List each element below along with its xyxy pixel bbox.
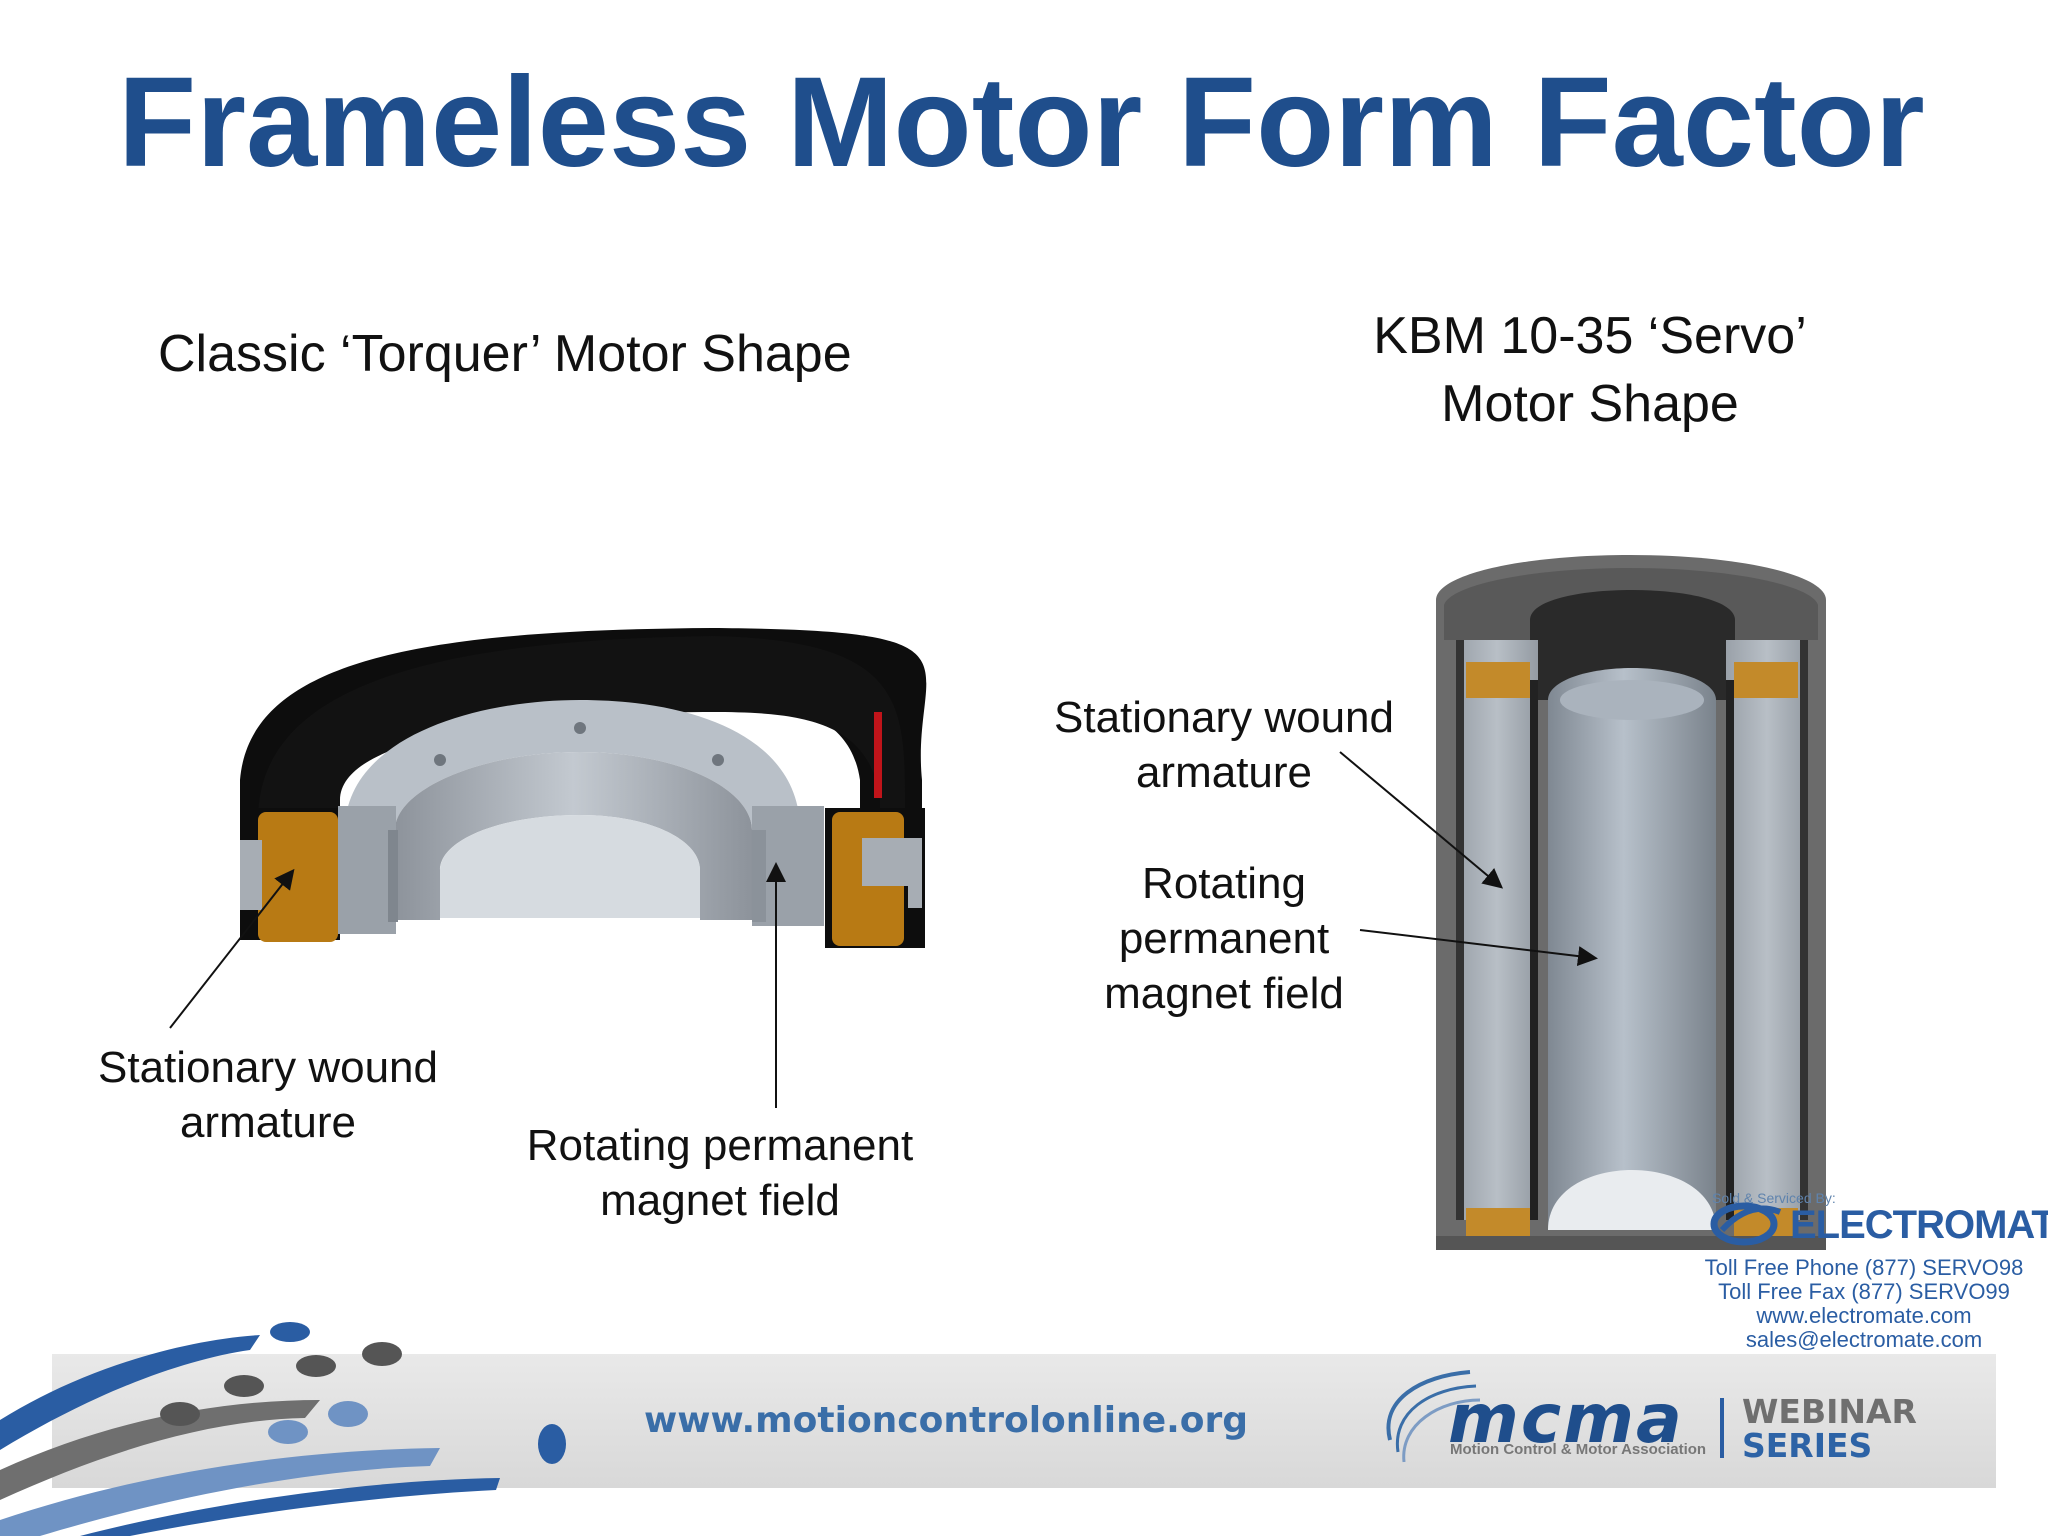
rotor-cylinder bbox=[1548, 668, 1716, 1230]
left-armature-line-1: Stationary wound bbox=[98, 1043, 438, 1092]
right-heading-line-2: Motor Shape bbox=[1441, 375, 1739, 433]
footer-website-link[interactable]: www.motioncontrolonline.org bbox=[644, 1400, 1249, 1441]
winding-end bbox=[1734, 662, 1798, 698]
electromate-fax: Toll Free Fax (877) SERVO99 bbox=[1718, 1279, 2010, 1304]
flange-hole bbox=[434, 754, 446, 766]
electromate-website[interactable]: www.electromate.com bbox=[1756, 1303, 1972, 1328]
right-armature-label: Stationary wound armature bbox=[1044, 690, 1404, 800]
sold-by-text: Sold & Serviced By: bbox=[1712, 1190, 1836, 1206]
torquer-motor-illustration bbox=[240, 628, 927, 948]
slide-title: Frameless Motor Form Factor bbox=[118, 51, 1925, 194]
left-diagram-heading: Classic ‘Torquer’ Motor Shape bbox=[158, 325, 852, 383]
right-diagram-heading: KBM 10-35 ‘Servo’ Motor Shape bbox=[1290, 302, 1890, 438]
electromate-phone: Toll Free Phone (877) SERVO98 bbox=[1704, 1255, 2024, 1280]
torquer-bore bbox=[395, 752, 752, 920]
winding-end bbox=[1466, 662, 1530, 698]
servo-motor-illustration bbox=[1436, 555, 1826, 1250]
left-magnet-label: Rotating permanent magnet field bbox=[520, 1118, 920, 1228]
right-magnet-line-3: magnet field bbox=[1104, 969, 1344, 1018]
flange-hole bbox=[712, 754, 724, 766]
left-armature-label: Stationary wound armature bbox=[88, 1040, 448, 1150]
series-label: SERIES bbox=[1742, 1426, 1873, 1465]
stator-right bbox=[1726, 640, 1808, 1220]
electromate-logo-text: ELECTROMATE bbox=[1790, 1203, 2048, 1247]
lead-wire bbox=[874, 712, 882, 798]
stator-left bbox=[1456, 640, 1538, 1220]
mcma-full-name: Motion Control & Motor Association bbox=[1450, 1441, 1707, 1458]
right-magnet-line-2: permanent bbox=[1118, 914, 1330, 963]
electromate-email[interactable]: sales@electromate.com bbox=[1745, 1327, 1983, 1352]
mcma-logo-text: mcma bbox=[1448, 1380, 1684, 1459]
flange-hole bbox=[574, 722, 586, 734]
left-magnet-line-1: Rotating permanent bbox=[526, 1121, 914, 1170]
right-armature-line-1: Stationary wound bbox=[1054, 693, 1394, 742]
right-magnet-line-1: Rotating bbox=[1142, 859, 1306, 908]
winding-end bbox=[1466, 1208, 1530, 1238]
left-armature-line-2: armature bbox=[179, 1098, 357, 1147]
torquer-housing bbox=[258, 636, 905, 860]
torquer-inner-ring bbox=[345, 700, 800, 830]
left-winding-section bbox=[258, 812, 338, 942]
right-magnet-label: Rotating permanent magnet field bbox=[1064, 856, 1384, 1021]
winding-end bbox=[1734, 1208, 1798, 1238]
right-armature-line-2: armature bbox=[1135, 748, 1313, 797]
left-armature-arrow bbox=[169, 868, 295, 1029]
left-magnet-line-2: magnet field bbox=[600, 1176, 840, 1225]
right-magnet-arrow bbox=[1359, 929, 1598, 967]
right-armature-arrow bbox=[1339, 751, 1504, 889]
webinar-label: WEBINAR bbox=[1742, 1392, 1917, 1431]
right-heading-line-1: KBM 10-35 ‘Servo’ bbox=[1373, 307, 1807, 365]
